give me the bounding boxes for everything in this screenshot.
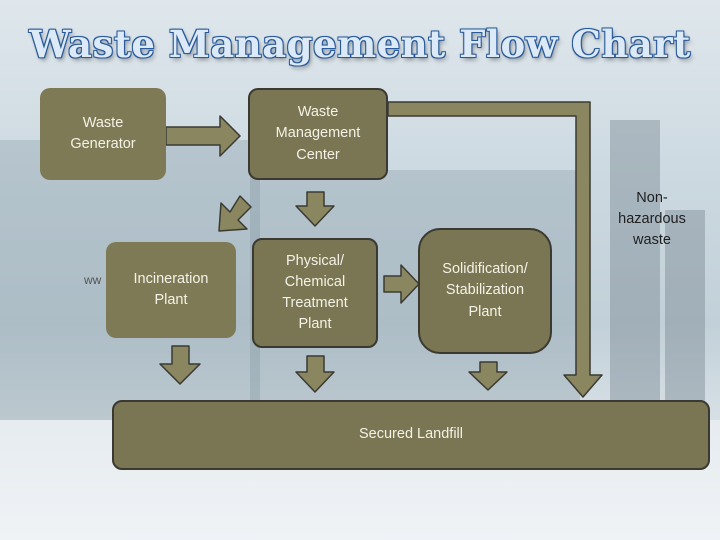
arrow-center-to-landfill [387,101,603,398]
arrow-physical-to-landfill [295,355,335,393]
page-title: Waste Management Flow Chart [29,22,691,66]
arrow-generator-to-incineration [218,195,252,232]
node-physical-chemical-treatment-plant-label: Physical/ Chemical Treatment Plant [282,252,348,333]
arrow-solidification-to-landfill [468,361,508,391]
node-waste-generator-label: Waste Generator [70,114,136,152]
arrow-center-to-physical [295,191,335,227]
arrow-generator-to-center [165,115,241,157]
node-incineration-plant: Incineration Plant [106,242,236,338]
node-waste-management-center-label: Waste Management Center [275,104,361,163]
node-waste-generator: Waste Generator [40,88,166,180]
node-solidification-stabilization-plant-label: Solidification/ Stabilization Plant [442,261,528,320]
node-solidification-stabilization-plant: Solidification/ Stabilization Plant [418,228,552,354]
node-secured-landfill: Secured Landfill [112,400,710,470]
arrow-physical-to-solidification [383,264,420,304]
edge-label-non-hazardous-waste: Non- hazardous waste [618,190,686,249]
node-incineration-plant-label: Incineration Plant [133,270,209,308]
node-secured-landfill-label: Secured Landfill [359,426,463,443]
node-physical-chemical-treatment-plant: Physical/ Chemical Treatment Plant [252,238,378,348]
node-waste-management-center: Waste Management Center [248,88,388,180]
watermark-text: ww [84,273,102,287]
arrow-incineration-to-landfill [159,345,201,385]
